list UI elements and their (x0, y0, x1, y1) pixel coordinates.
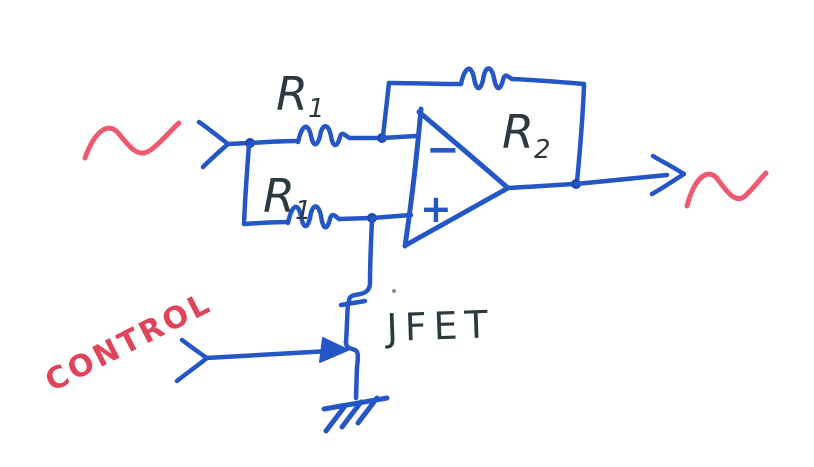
wire-junction-to-noninverting-input (369, 212, 414, 221)
input-sine-wave-icon (82, 120, 182, 161)
output-sine-wave-icon (684, 170, 769, 209)
jfet-drain-wire (346, 217, 375, 304)
input-drop-wire (241, 141, 252, 227)
jfet-drain-bar (338, 298, 368, 308)
feedback-top-wire-right (509, 76, 587, 87)
label-r1-bottom: R1 (263, 169, 312, 226)
opamp-inverting-sign: − (426, 127, 460, 173)
jfet-source-wire (343, 339, 361, 401)
wire-to-r1-top (247, 138, 301, 146)
input-arrow-icon (196, 119, 252, 170)
feedback-top-wire-left (386, 80, 464, 87)
feedback-drop-wire (574, 81, 587, 185)
resistor-r1-top (295, 124, 353, 148)
control-wire (203, 348, 334, 361)
label-control: CONTROL (40, 285, 218, 399)
label-r2: R2 (502, 105, 551, 165)
label-r1-top: R1 (276, 67, 325, 124)
opamp-noninverting-sign: + (420, 187, 452, 231)
jfet-channel (343, 300, 351, 345)
output-arrow-icon (649, 153, 687, 197)
resistor-r1-bottom (285, 204, 342, 230)
wire-opamp-output (505, 181, 578, 191)
feedback-riser-wire (380, 80, 392, 139)
ground-icon (321, 395, 390, 434)
pen-speck (392, 289, 396, 293)
resistor-r2 (458, 66, 515, 91)
control-arrow-icon (174, 337, 210, 384)
wire-r1-bottom-to-junction (336, 215, 374, 222)
opamp-triangle (402, 106, 511, 249)
wire-junction-to-inverting-input (379, 133, 419, 141)
wire-to-r1-bottom (241, 219, 291, 227)
label-jfet: JFET (384, 302, 496, 350)
wire-output-run (573, 172, 670, 187)
